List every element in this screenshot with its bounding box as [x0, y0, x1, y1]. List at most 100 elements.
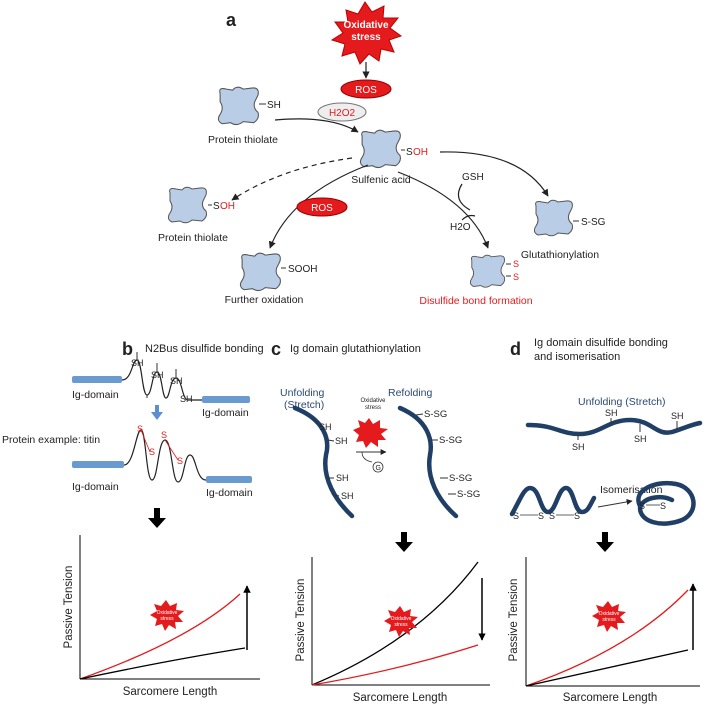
chain-c-left	[292, 405, 355, 519]
ros-badge-mid: ROS	[296, 197, 348, 217]
graph-c-red-curve	[311, 644, 479, 686]
graph-b-black-curve	[79, 647, 246, 680]
panel-c-title: Ig domain glutathionylation	[290, 343, 421, 355]
ig-domain-left-top	[72, 376, 122, 383]
graph-b-xlabel: Sarcomere Length	[123, 686, 218, 698]
left-s: S	[213, 201, 220, 212]
sulfenic-acid-label: Sulfenic acid	[351, 174, 411, 186]
panel-b-label: b	[122, 339, 133, 359]
refolding-label: Refolding	[388, 387, 433, 399]
arrow-dashed-back	[231, 157, 353, 201]
ssg-c2: S-SG	[439, 435, 462, 446]
sh-d2: SH	[605, 408, 618, 418]
sulfenic-acid-protein: S OH Sulfenic acid	[351, 129, 428, 186]
ssg-c4: S-SG	[457, 489, 480, 500]
stress-line1: Oxidative	[343, 20, 388, 31]
disulfide-protein: S S Disulfide bond formation	[419, 254, 533, 307]
graph-b: Oxidative stress Sarcomere Length Passiv…	[63, 535, 260, 698]
protein-thiolate-left: S OH Protein thiolate	[158, 186, 235, 244]
protein-thiolate-top: SH Protein thiolate	[208, 86, 281, 146]
ssg-label-a: S-SG	[581, 217, 606, 228]
s-b1: S	[137, 424, 143, 434]
panel-b-title: N2Bus disulfide bonding	[145, 343, 264, 355]
sh-c4: SH	[341, 491, 354, 501]
ros-top-label: ROS	[355, 85, 377, 96]
panel-d-title2: and isomerisation	[534, 351, 620, 363]
ros-badge-top: ROS	[340, 79, 392, 99]
panel-c-label: c	[271, 339, 281, 359]
ig-domain-right-top	[202, 396, 250, 403]
panel-a-label: a	[226, 10, 237, 30]
black-down-arrow-b	[148, 508, 166, 528]
panel-d-label: d	[510, 339, 521, 359]
ox-c-burst	[353, 418, 388, 448]
graph-d-red-curve	[525, 589, 689, 687]
graph-b-oxidative-burst: Oxidative stress	[150, 600, 184, 631]
graph-c-oxidative-burst: Oxidative stress	[384, 606, 418, 637]
ros-mid-label: ROS	[311, 203, 333, 214]
ss-d-s1: S	[513, 511, 519, 521]
panel-d: d Ig domain disulfide bonding and isomer…	[508, 337, 703, 704]
graph-b-ylabel: Passive Tension	[63, 566, 75, 649]
ss-s2: S	[513, 272, 519, 282]
sh-d3: SH	[634, 434, 647, 444]
h2o2-label: H2O2	[329, 108, 356, 119]
further-oxidation-protein: SOOH Further oxidation	[225, 252, 317, 306]
graph-c-ylabel: Passive Tension	[295, 579, 307, 662]
gsh-curve	[457, 183, 471, 211]
gsh-label: GSH	[462, 172, 484, 183]
graph-d-burst1: Oxidative	[599, 611, 620, 617]
graph-d-burst2: stress	[602, 617, 616, 623]
ig-domain-left-bottom	[72, 461, 124, 468]
sh-b3: SH	[170, 376, 183, 386]
ss-bond-1	[140, 429, 151, 453]
unfolding-line2: (Stretch)	[284, 399, 324, 411]
sh-c3: SH	[336, 473, 349, 483]
sh-label-top: SH	[267, 100, 281, 111]
arrow-glutathionylation	[439, 151, 549, 197]
ss-d-s4: S	[574, 511, 580, 521]
h2o2-badge: H2O2	[317, 102, 367, 122]
panel-b: b N2Bus disulfide bonding SH SH SH SH Ig…	[2, 339, 264, 698]
graph-b-burst1: Oxidative	[157, 610, 178, 616]
g-curve	[361, 451, 373, 463]
graph-d-xlabel: Sarcomere Length	[563, 692, 658, 704]
ss-bond-2	[164, 439, 179, 461]
sh-c-stick4	[331, 493, 340, 497]
graph-c-xlabel: Sarcomere Length	[353, 692, 448, 704]
protein-thiolate-top-label: Protein thiolate	[208, 134, 278, 146]
s-b3: S	[161, 430, 167, 440]
ox-c-line1: Oxidative	[360, 398, 386, 404]
g-label: G	[376, 465, 381, 472]
ig-right-label: Ig-domain	[202, 407, 249, 419]
ssg-c1: S-SG	[424, 409, 447, 420]
ssg-c3: S-SG	[449, 473, 472, 484]
graph-d-ylabel: Passive Tension	[508, 579, 520, 662]
sh-b2: SH	[151, 370, 164, 380]
chain-d-coil	[636, 480, 696, 526]
n2bus-chain-top	[121, 359, 202, 401]
sulfenic-s: S	[406, 147, 413, 158]
graph-d-oxidative-burst: Oxidative stress	[592, 601, 626, 632]
ig-domain-right-bottom	[206, 476, 252, 483]
graph-b-red-curve	[79, 593, 241, 680]
ss-d-s2: S	[538, 511, 544, 521]
panel-d-title1: Ig domain disulfide bonding	[534, 337, 668, 349]
glutathionylation-label: Glutathionylation	[521, 249, 599, 261]
sulfenic-oh: OH	[413, 147, 428, 158]
sooh-label: SOOH	[288, 264, 317, 275]
ss-d-s3: S	[549, 511, 555, 521]
sh-c-stick1	[311, 417, 319, 425]
further-oxidation-label: Further oxidation	[225, 294, 304, 306]
sh-d1: SH	[572, 442, 585, 452]
sh-d4: SH	[671, 411, 684, 421]
chain-c-right	[397, 405, 459, 519]
blue-down-arrow	[151, 405, 163, 420]
sh-c-stick2	[327, 439, 335, 442]
oxidative-stress-burst: Oxidative stress	[330, 1, 403, 65]
unfolding-line1: Unfolding	[280, 387, 325, 399]
protein-thiolate-left-label: Protein thiolate	[158, 232, 228, 244]
graph-c-burst2: stress	[394, 622, 408, 628]
left-oh: OH	[220, 201, 235, 212]
